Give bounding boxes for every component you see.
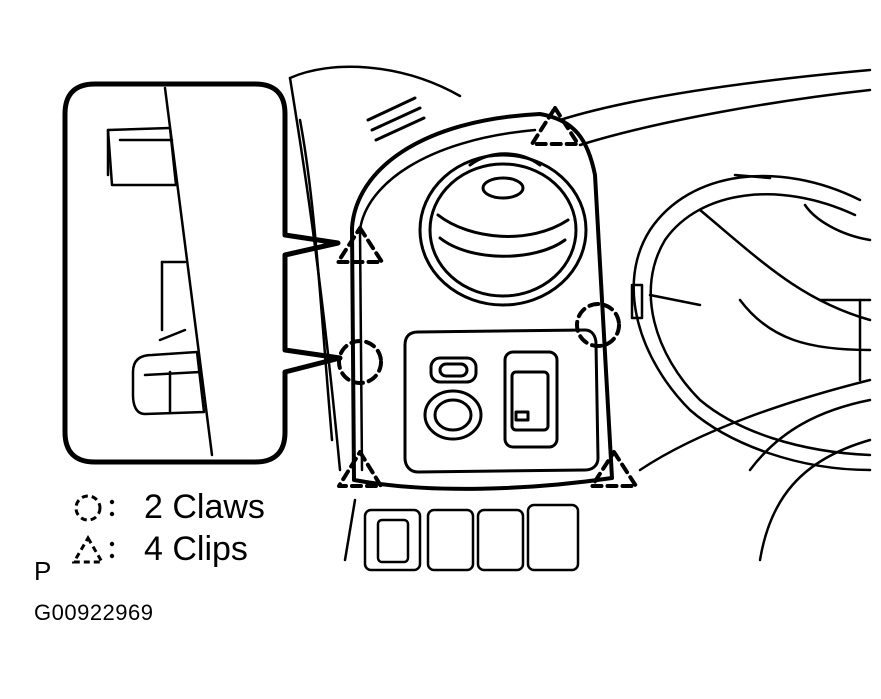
legend-label-claws: 2 Claws (144, 488, 265, 526)
steering-wheel (630, 173, 872, 472)
clip-marker-lower-left (337, 450, 383, 488)
lower-switch-bank (343, 498, 580, 572)
corner-letter: P (34, 556, 52, 586)
detail-callout-content (106, 86, 214, 457)
claw-marker-left (337, 339, 383, 385)
clip-marker-lower-right (590, 450, 638, 488)
legend-item-clips: 4 Clips (72, 530, 248, 569)
switch-panel (403, 328, 600, 474)
claw-marker-right (575, 302, 621, 348)
air-outlet (418, 152, 588, 307)
clip-marker-upper-left (336, 226, 384, 264)
clip-marker-top-right (530, 106, 580, 146)
claw-locations (337, 302, 621, 385)
detail-callout (62, 81, 343, 465)
cluster-finish-panel-inner-edge (358, 128, 537, 472)
air-vent-slats (366, 96, 426, 142)
clip-locations (336, 106, 638, 488)
circle-dashed-icon (74, 494, 115, 521)
cluster-finish-panel-outline (350, 112, 614, 491)
detail-callout-frame (62, 81, 343, 465)
triangle-dashed-icon (72, 534, 115, 563)
legend-label-clips: 4 Clips (144, 530, 248, 568)
dashboard-background (288, 65, 872, 562)
figure-code: G00922969 (34, 600, 154, 625)
legend-item-claws: 2 Claws (72, 488, 265, 527)
